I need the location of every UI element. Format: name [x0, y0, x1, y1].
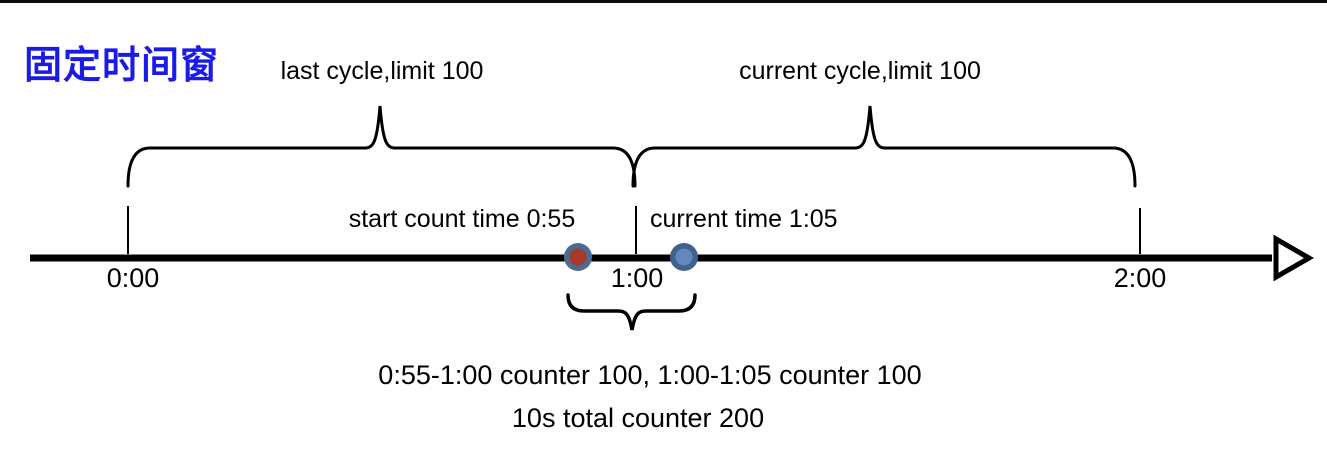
- last-cycle-label: last cycle,limit 100: [280, 57, 484, 85]
- last-cycle-brace-icon: [126, 105, 637, 188]
- start-count-dot: [564, 243, 592, 271]
- count-window-brace-icon: [566, 293, 697, 331]
- top-border-line: [0, 0, 1327, 3]
- tick-label-1-00: 1:00: [610, 263, 664, 293]
- current-cycle-label: current cycle,limit 100: [739, 57, 981, 85]
- total-counter-line: 10s total counter 200: [511, 403, 765, 433]
- current-time-dot: [670, 243, 698, 271]
- counter-summary-line: 0:55-1:00 counter 100, 1:00-1:05 counter…: [378, 360, 922, 390]
- tick-label-0-00: 0:00: [106, 263, 160, 293]
- current-cycle-brace-icon: [631, 105, 1137, 188]
- tick-label-2-00: 2:00: [1113, 263, 1167, 293]
- current-time-label: current time 1:05: [650, 205, 838, 233]
- page-title: 固定时间窗: [24, 45, 220, 87]
- timeline-arrow-icon: [1273, 234, 1315, 282]
- start-count-time-label: start count time 0:55: [348, 205, 576, 233]
